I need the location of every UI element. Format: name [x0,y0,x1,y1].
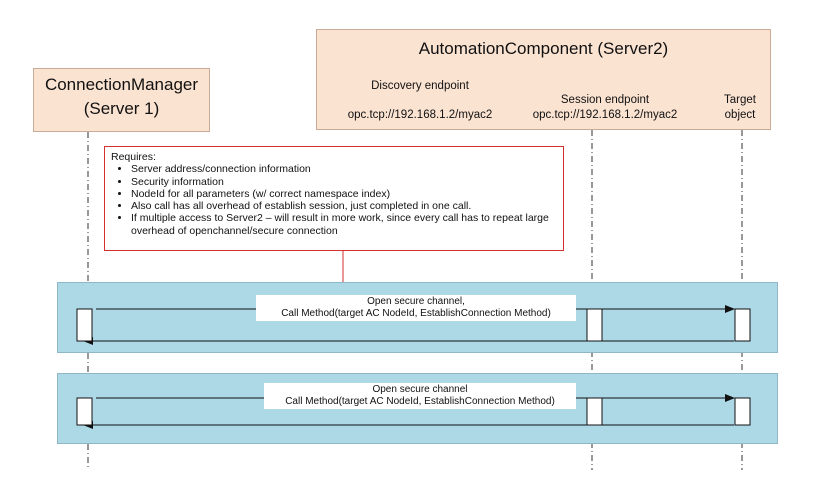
seq1-cm-activation [76,308,93,342]
connection-manager-title-line1: ConnectionManager [44,75,199,94]
discovery-endpoint-label: Discovery endpoint [371,80,469,92]
automation-component-box [316,29,771,130]
target-object-label-line1: Target [724,94,756,106]
seq1-session-activation [586,308,603,342]
connection-manager-box [33,68,210,132]
discovery-endpoint-address: opc.tcp://192.168.1.2/myac2 [347,109,493,121]
target-object-label-line2: object [724,109,756,121]
seq1-target-activation [734,308,751,342]
session-endpoint-label: Session endpoint [560,94,650,106]
seq2-message-label: Open secure channel Call Method(target A… [264,383,576,409]
requirement-item: Server address/connection information [131,163,557,175]
requirements-list: Server address/connection information Se… [111,163,557,237]
seq2-message-line2: Call Method(target AC NodeId, EstablishC… [285,396,555,407]
seq2-session-activation [586,397,603,426]
session-endpoint-address: opc.tcp://192.168.1.2/myac2 [532,109,678,121]
connection-manager-title-line2: (Server 1) [83,99,160,118]
requirement-item: NodeId for all parameters (w/ correct na… [131,188,557,200]
seq1-message-line1: Open secure channel, [367,296,465,307]
seq2-cm-activation [76,397,93,426]
seq1-message-label: Open secure channel, Call Method(target … [256,295,576,321]
seq2-target-activation [734,397,751,426]
requirements-heading: Requires: [111,151,156,163]
requirements-note: Requires: Server address/connection info… [104,146,564,251]
seq1-message-line2: Call Method(target AC NodeId, EstablishC… [281,308,551,319]
automation-component-title: AutomationComponent (Server2) [418,39,669,58]
seq2-message-line1: Open secure channel [372,384,468,395]
requirement-item: If multiple access to Server2 – will res… [131,212,557,237]
requirement-item: Also call has all overhead of establish … [131,200,557,212]
requirement-item: Security information [131,176,557,188]
